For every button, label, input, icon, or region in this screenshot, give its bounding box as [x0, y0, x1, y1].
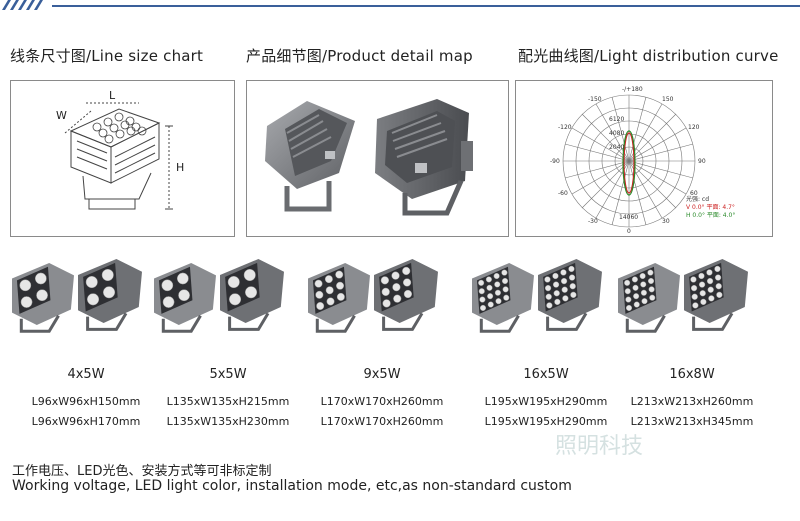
- product-power: 5x5W: [209, 367, 247, 382]
- scale-label-2040: 2040: [609, 144, 624, 151]
- polar-chart: -/+180 -150 150 -120 120 -90 90 -60 60 -…: [550, 86, 735, 235]
- angle-label-m150: -150: [588, 96, 602, 103]
- angle-label-m120: -120: [558, 124, 572, 131]
- light-curve-title: 配光曲线图/Light distribution curve: [518, 47, 779, 65]
- line-drawing: L W H: [56, 89, 184, 210]
- product-dimensions-2: L170xW170xH260mm: [320, 415, 444, 428]
- top-stripe-decoration: [2, 0, 43, 10]
- product-detail-title: 产品细节图/Product detail map: [246, 47, 473, 65]
- product-dimensions-1: L213xW213xH260mm: [630, 395, 754, 408]
- angle-label-m30: -30: [588, 218, 598, 225]
- product-power: 16x5W: [523, 367, 569, 382]
- product-power: 9x5W: [363, 367, 401, 382]
- product-dimensions-1: L170xW170xH260mm: [320, 395, 444, 408]
- custom-note-en: Working voltage, LED light color, instal…: [12, 478, 572, 494]
- dim-label-w: W: [56, 109, 67, 122]
- product-photo: [12, 259, 142, 333]
- angle-label-0: 0: [627, 228, 631, 235]
- product-photo: [618, 259, 748, 333]
- legend-unit: 光强: cd: [686, 195, 709, 203]
- watermark-text: 照明科技: [555, 434, 644, 459]
- dim-label-h: H: [176, 161, 184, 174]
- angle-label-150: 150: [662, 96, 674, 103]
- legend-v-plane: V 0.0° 平面: 4.7°: [686, 204, 735, 211]
- angle-label-60: 60: [690, 190, 698, 197]
- center-value-label: 14060: [619, 214, 638, 221]
- legend-h-plane: H 0.0° 平面: 4.0°: [686, 212, 735, 219]
- light-curve-panel: -/+180 -150 150 -120 120 -90 90 -60 60 -…: [515, 80, 773, 237]
- custom-note-cn: 工作电压、LED光色、安装方式等可非标定制: [12, 464, 272, 479]
- angle-label-120: 120: [688, 124, 700, 131]
- product-dimensions-2: L135xW135xH230mm: [166, 415, 290, 428]
- angle-label-m60: -60: [558, 190, 568, 197]
- product-detail-image: [265, 99, 473, 216]
- product-dimensions-2: L213xW213xH345mm: [630, 415, 754, 428]
- line-size-title: 线条尺寸图/Line size chart: [10, 47, 204, 65]
- product-dimensions-1: L135xW135xH215mm: [166, 395, 290, 408]
- dim-label-l: L: [109, 89, 116, 102]
- product-photo: [308, 259, 438, 333]
- angle-label-m90: -90: [550, 158, 560, 165]
- top-divider-line: [52, 5, 800, 7]
- product-photo: [472, 259, 602, 333]
- product-detail-panel: [246, 80, 509, 237]
- product-photo: [154, 259, 284, 333]
- product-dimensions-1: L96xW96xH150mm: [31, 395, 141, 408]
- angle-label-180: -/+180: [622, 86, 643, 93]
- product-power: 16x8W: [669, 367, 715, 382]
- product-power: 4x5W: [67, 367, 105, 382]
- scale-label-6120: 6120: [609, 116, 624, 123]
- product-dimensions-1: L195xW195xH290mm: [484, 395, 608, 408]
- line-size-panel: L W H: [10, 80, 235, 237]
- angle-label-30: 30: [662, 218, 670, 225]
- scale-label-4080: 4080: [609, 130, 624, 137]
- product-dimensions-2: L195xW195xH290mm: [484, 415, 608, 428]
- angle-label-90: 90: [698, 158, 706, 165]
- product-dimensions-2: L96xW96xH170mm: [31, 415, 141, 428]
